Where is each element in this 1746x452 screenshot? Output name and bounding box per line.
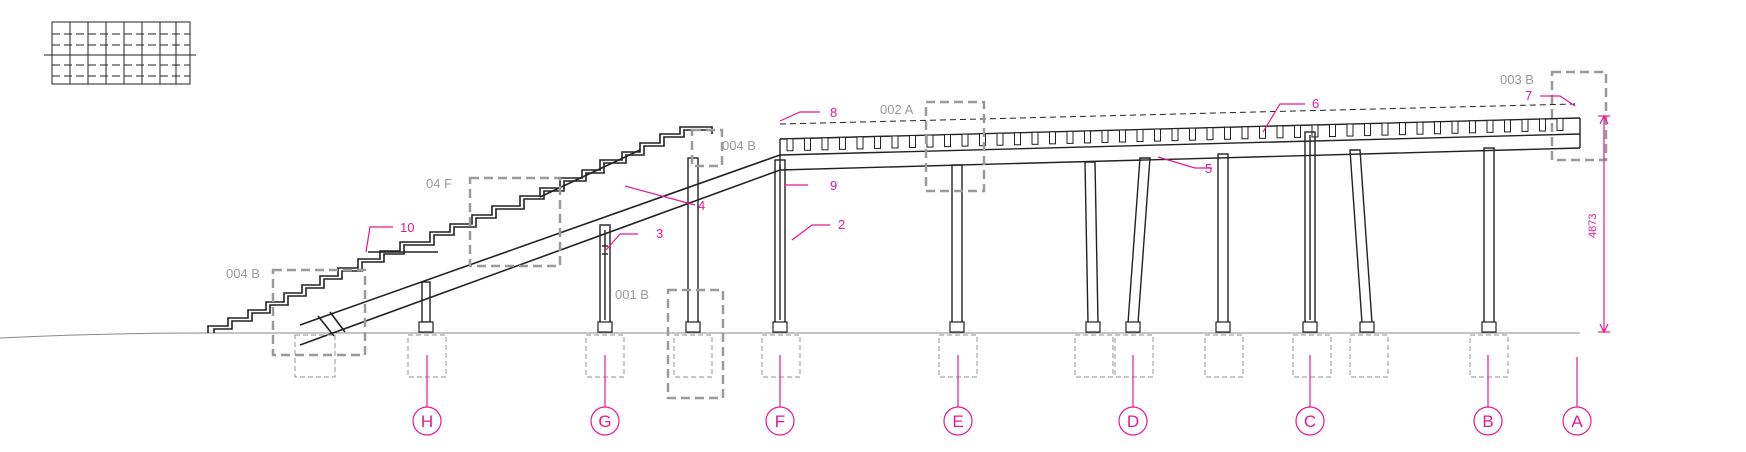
ground-line <box>0 332 1580 339</box>
deck-joist <box>1521 118 1529 132</box>
deck-joist <box>856 136 864 150</box>
detail-ref-04f: 04 F <box>426 176 452 191</box>
deck-joist <box>1154 128 1161 142</box>
grid-label-c: C <box>1304 412 1316 431</box>
detail-ref-004b-low: 004 B <box>226 266 260 281</box>
deck-joist <box>1224 126 1231 140</box>
deck-joist <box>909 135 916 149</box>
grid-circle-a <box>1562 406 1592 436</box>
deck-joist <box>1119 129 1126 143</box>
column-bases <box>418 321 1497 333</box>
grid-label-f: F <box>775 412 785 431</box>
grid-circle-d <box>1118 406 1148 436</box>
grid-label-h: H <box>421 412 433 431</box>
deck-joist <box>1539 118 1546 132</box>
grid-circle-e <box>943 406 973 436</box>
deck-joist <box>1136 129 1144 143</box>
deck-joist <box>1434 121 1441 135</box>
deck-joist <box>1451 120 1459 134</box>
deck-joist <box>996 132 1004 146</box>
deck-joist <box>891 135 899 149</box>
deck-joist <box>979 133 986 147</box>
deck-joist <box>1469 120 1476 134</box>
callout-numbers: 8 9 2 3 4 5 6 7 10 <box>400 88 1532 241</box>
grid-circle-g <box>590 406 620 436</box>
grid-label-e: E <box>952 412 963 431</box>
key-plan <box>44 21 196 85</box>
deck-joist <box>944 134 951 148</box>
callout-7: 7 <box>1525 88 1532 103</box>
callout-4: 4 <box>698 198 705 213</box>
deck-joist <box>961 133 969 147</box>
callout-2: 2 <box>838 217 845 232</box>
deck-joist <box>1014 132 1021 146</box>
detail-labels: 004 B 04 F 004 B 001 B 002 A 003 B <box>226 72 1534 302</box>
deck-joist <box>1556 118 1564 132</box>
deck-joist <box>821 137 829 151</box>
callout-3: 3 <box>656 226 663 241</box>
raking-beam <box>299 154 781 346</box>
deck-joist <box>1364 123 1371 137</box>
grid-circle-f <box>765 406 795 436</box>
deck-joist <box>1294 124 1301 138</box>
grid-label-d: D <box>1127 412 1139 431</box>
columns <box>421 131 1495 324</box>
deck-joist <box>1381 122 1389 136</box>
footings <box>294 334 1509 378</box>
deck-joist <box>1189 127 1196 141</box>
detail-ref-004b-top: 004 B <box>722 138 756 153</box>
deck-joist <box>1416 121 1424 135</box>
callout-6: 6 <box>1312 96 1319 111</box>
callout-5: 5 <box>1205 161 1212 176</box>
deck-joists <box>786 118 1564 152</box>
deck-joist <box>1206 127 1214 141</box>
grid-axis-lines <box>412 355 1592 436</box>
deck-joist <box>1049 131 1056 145</box>
deck-joist <box>1066 130 1074 144</box>
grid-axis-labels: H G F E D C B A <box>421 412 1583 431</box>
deck-joist <box>1084 130 1091 144</box>
deck-joist <box>1486 119 1494 133</box>
deck-joist <box>1101 129 1109 143</box>
deck-joist <box>839 136 846 150</box>
callout-9: 9 <box>830 178 837 193</box>
deck-joist <box>804 137 811 151</box>
detail-ref-002a: 002 A <box>880 102 914 117</box>
callout-leaders <box>365 95 1610 334</box>
grid-circle-h <box>412 406 442 436</box>
grid-circle-b <box>1473 406 1503 436</box>
deck-joist <box>1329 123 1336 137</box>
grid-label-b: B <box>1482 412 1493 431</box>
callout-8: 8 <box>830 105 837 120</box>
detail-ref-001b: 001 B <box>615 287 649 302</box>
deck-joist <box>1241 126 1249 140</box>
stepped-seating <box>207 126 713 333</box>
grid-label-a: A <box>1571 412 1583 431</box>
deck-joist <box>1346 123 1354 137</box>
deck-joist <box>1259 125 1266 139</box>
deck-joist <box>926 134 934 148</box>
deck-joist <box>1171 128 1179 142</box>
grid-circle-c <box>1295 406 1325 436</box>
height-dimension: 4873 <box>1587 214 1599 238</box>
deck-joist <box>874 135 881 149</box>
deck-joist <box>1399 122 1406 136</box>
detail-ref-003b: 003 B <box>1500 72 1534 87</box>
deck-joist <box>1504 119 1511 133</box>
deck-joist <box>1031 131 1039 145</box>
deck-joist <box>786 138 794 152</box>
callout-10: 10 <box>400 220 414 235</box>
deck-joist <box>1276 125 1284 139</box>
grid-label-g: G <box>598 412 611 431</box>
